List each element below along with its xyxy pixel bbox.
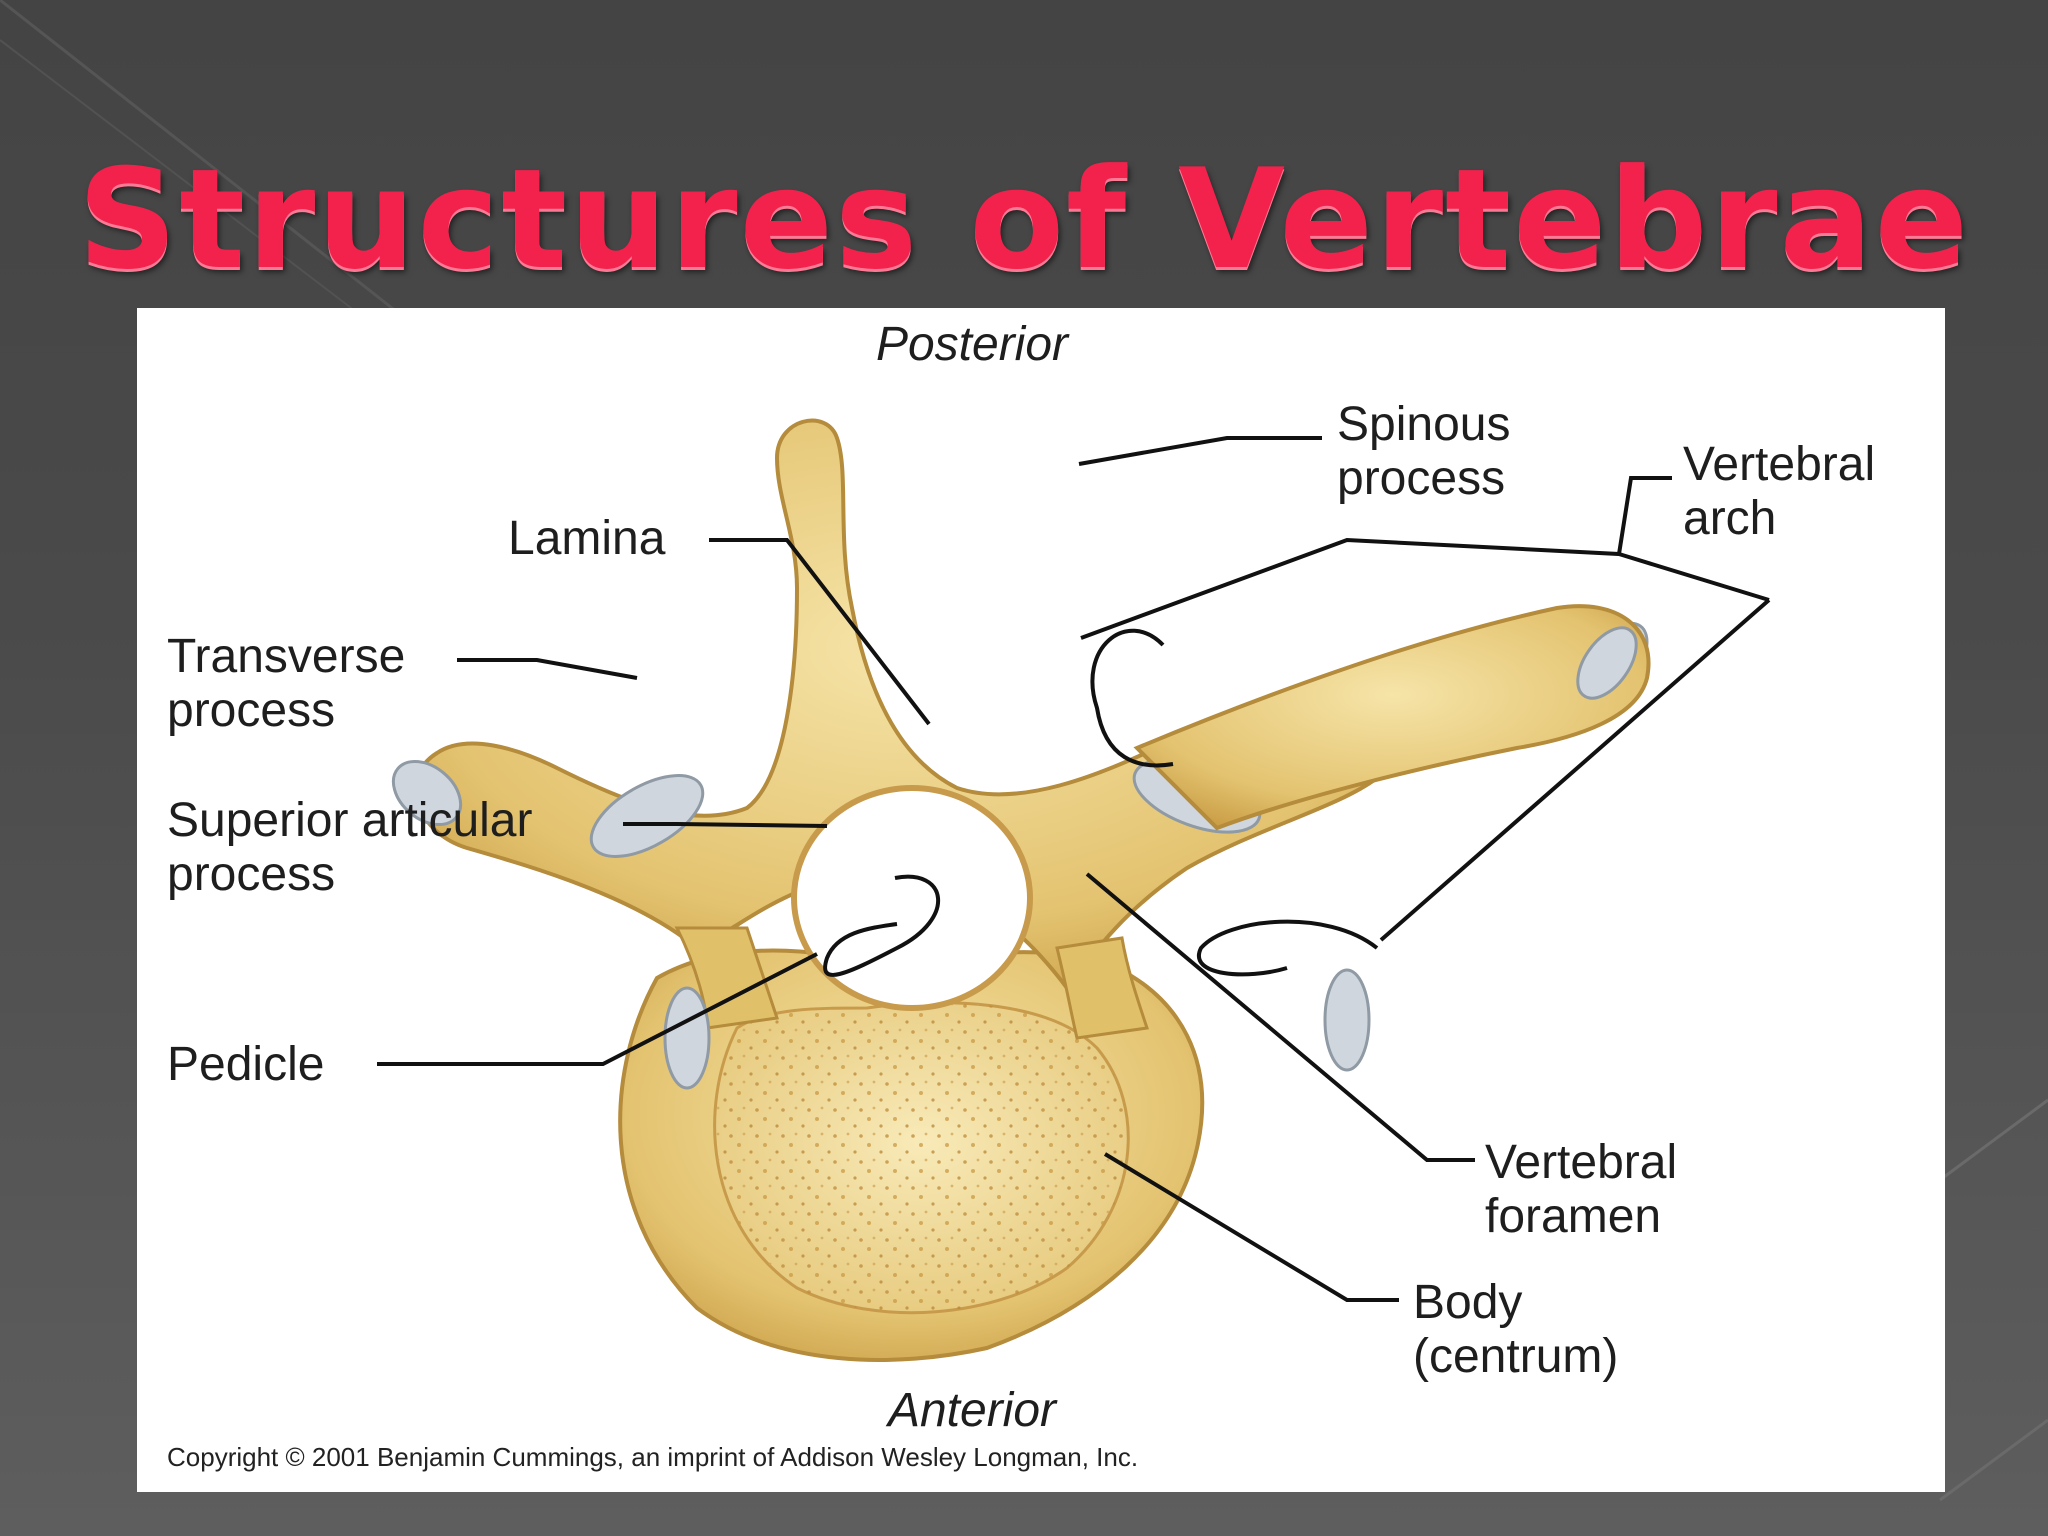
pedicle-label: Pedicle xyxy=(167,1038,324,1091)
vertebral-foramen-label-1: Vertebral xyxy=(1485,1136,1677,1189)
diagram-panel: Posterior Anterior Spinous process Verte… xyxy=(137,308,1945,1492)
vertebral-arch-bone xyxy=(413,418,1397,1040)
vertebral-foramen-leader xyxy=(1085,872,1475,1162)
lamina-leader xyxy=(709,538,931,726)
slide-title: Structures of Vertebrae xyxy=(77,139,1971,300)
vertebral-foramen-label-2: foramen xyxy=(1485,1190,1661,1243)
spinous-process-label-1: Spinous xyxy=(1337,398,1510,451)
spinous-process-leader xyxy=(1078,436,1322,466)
copyright-text: Copyright © 2001 Benjamin Cummings, an i… xyxy=(167,1442,1138,1472)
vertebra-diagram: Posterior Anterior Spinous process Verte… xyxy=(167,318,1875,1472)
vertebral-foramen-hole xyxy=(791,785,1033,1011)
vertebral-arch-label-1: Vertebral xyxy=(1683,438,1875,491)
right-transverse-facet xyxy=(1576,626,1638,700)
body-label-1: Body xyxy=(1413,1276,1522,1329)
pedicle-loop-bracket-right xyxy=(1197,919,1379,977)
lamina-loop-bracket xyxy=(1090,628,1174,768)
pedicle-loop-bracket-left xyxy=(823,874,940,977)
vertebral-arch-leader-pedicle xyxy=(1379,598,1771,942)
transverse-process-leader xyxy=(457,658,638,680)
posterior-label: Posterior xyxy=(876,318,1070,371)
superior-articular-leader xyxy=(623,822,828,828)
body-leader xyxy=(1103,1152,1399,1302)
spinous-process-label-2: process xyxy=(1337,452,1505,505)
lamina-label: Lamina xyxy=(508,512,666,565)
pedicle-leader xyxy=(377,952,818,1066)
superior-articular-process-label-1: Superior articular xyxy=(167,794,533,847)
transverse-process-label-1: Transverse xyxy=(167,630,405,683)
vertebral-body xyxy=(618,948,1205,1362)
body-label-2: (centrum) xyxy=(1413,1330,1618,1383)
vertebral-arch-label-2: arch xyxy=(1683,492,1776,545)
vertebral-arch-leader-lower xyxy=(1618,552,1770,602)
transverse-process-label-2: process xyxy=(167,684,335,737)
anterior-label: Anterior xyxy=(885,1384,1058,1437)
superior-articular-process-label-2: process xyxy=(167,848,335,901)
right-transverse-process xyxy=(1133,604,1651,831)
